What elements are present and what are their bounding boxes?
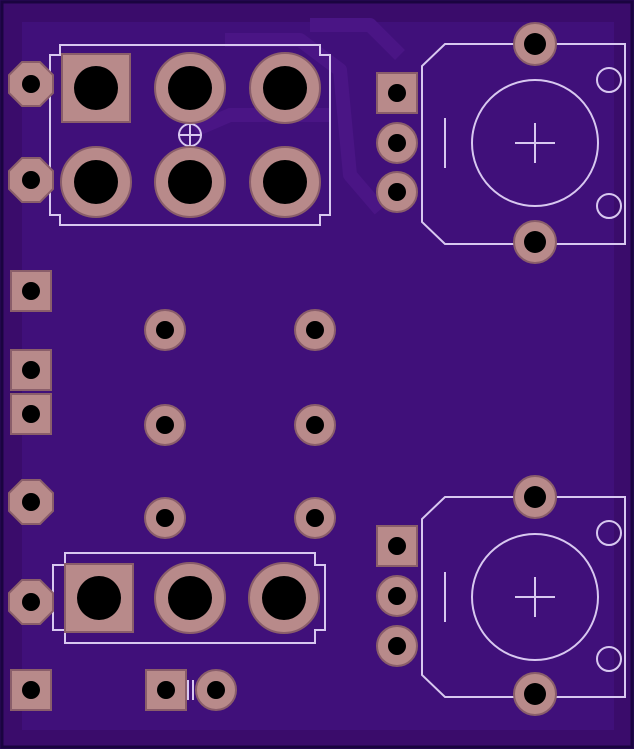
pad <box>64 563 134 633</box>
pad <box>8 479 54 525</box>
silkscreen <box>49 43 626 698</box>
pad <box>154 52 226 124</box>
pad <box>144 497 186 539</box>
pad <box>10 393 52 435</box>
pad <box>249 52 321 124</box>
pad <box>248 562 320 634</box>
pad <box>513 22 557 66</box>
pad <box>154 562 226 634</box>
pad <box>10 669 52 711</box>
pad <box>10 349 52 391</box>
pad <box>294 404 336 446</box>
pot-center-marks <box>515 123 555 617</box>
pad <box>144 309 186 351</box>
pad <box>513 475 557 519</box>
pad <box>8 579 54 625</box>
pad <box>294 497 336 539</box>
pad <box>145 669 187 711</box>
pad <box>513 220 557 264</box>
pad <box>376 575 418 617</box>
pad <box>144 404 186 446</box>
pad <box>195 669 237 711</box>
pad <box>61 53 131 123</box>
bottom-two-pin <box>145 669 237 711</box>
pad <box>376 122 418 164</box>
pad <box>376 171 418 213</box>
pad <box>376 625 418 667</box>
pad <box>154 146 226 218</box>
pad <box>376 72 418 114</box>
pad <box>376 525 418 567</box>
pad <box>513 672 557 716</box>
pad <box>10 270 52 312</box>
pad <box>8 61 54 107</box>
pad <box>249 146 321 218</box>
connector-bottom-pads <box>64 562 320 634</box>
pad <box>60 146 132 218</box>
pad <box>8 157 54 203</box>
pad <box>294 309 336 351</box>
origin-marker <box>178 123 202 147</box>
